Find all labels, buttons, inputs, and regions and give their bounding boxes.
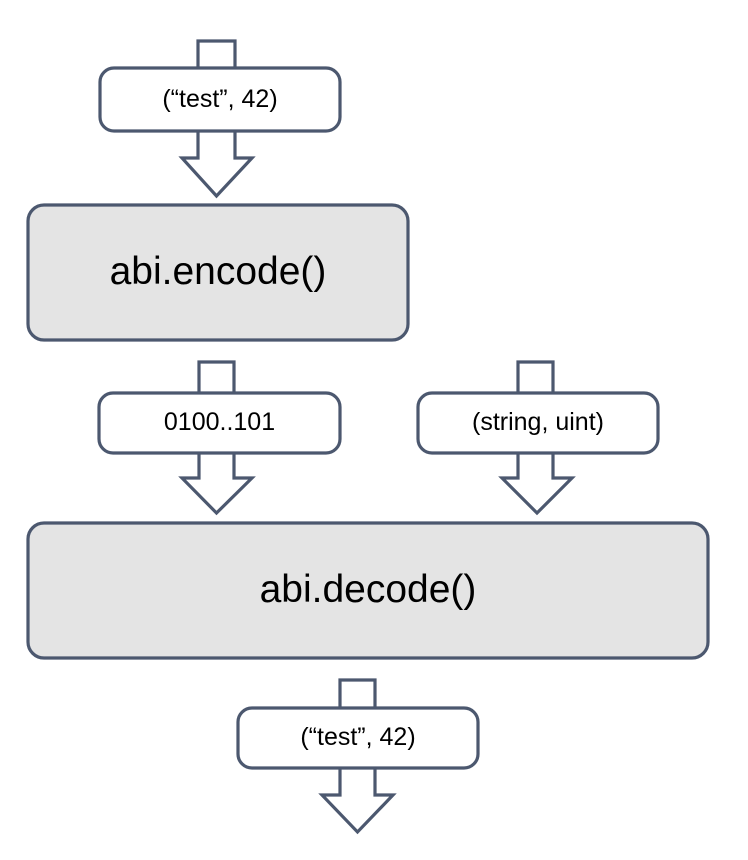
stem-into-input-tuple [196, 39, 237, 72]
node-type-tuple[interactable] [416, 391, 660, 455]
arrow-output-tuple-down [318, 765, 397, 835]
arrow-input-to-encode [178, 128, 256, 199]
node-output-tuple[interactable] [236, 706, 480, 770]
node-abi-decode[interactable] [26, 521, 710, 660]
node-encoded-bytes[interactable] [97, 391, 342, 455]
stem-into-type-tuple [516, 360, 555, 397]
arrow-type-tuple-to-decode [498, 450, 576, 516]
stem-encode-to-encoded-bytes [197, 360, 236, 397]
stem-decode-to-output-tuple [338, 678, 377, 712]
node-layer [26, 66, 710, 770]
node-input-tuple[interactable] [98, 66, 342, 133]
node-abi-encode[interactable] [26, 203, 410, 342]
connector-layer [178, 39, 576, 835]
arrow-encoded-bytes-to-decode [178, 450, 256, 516]
